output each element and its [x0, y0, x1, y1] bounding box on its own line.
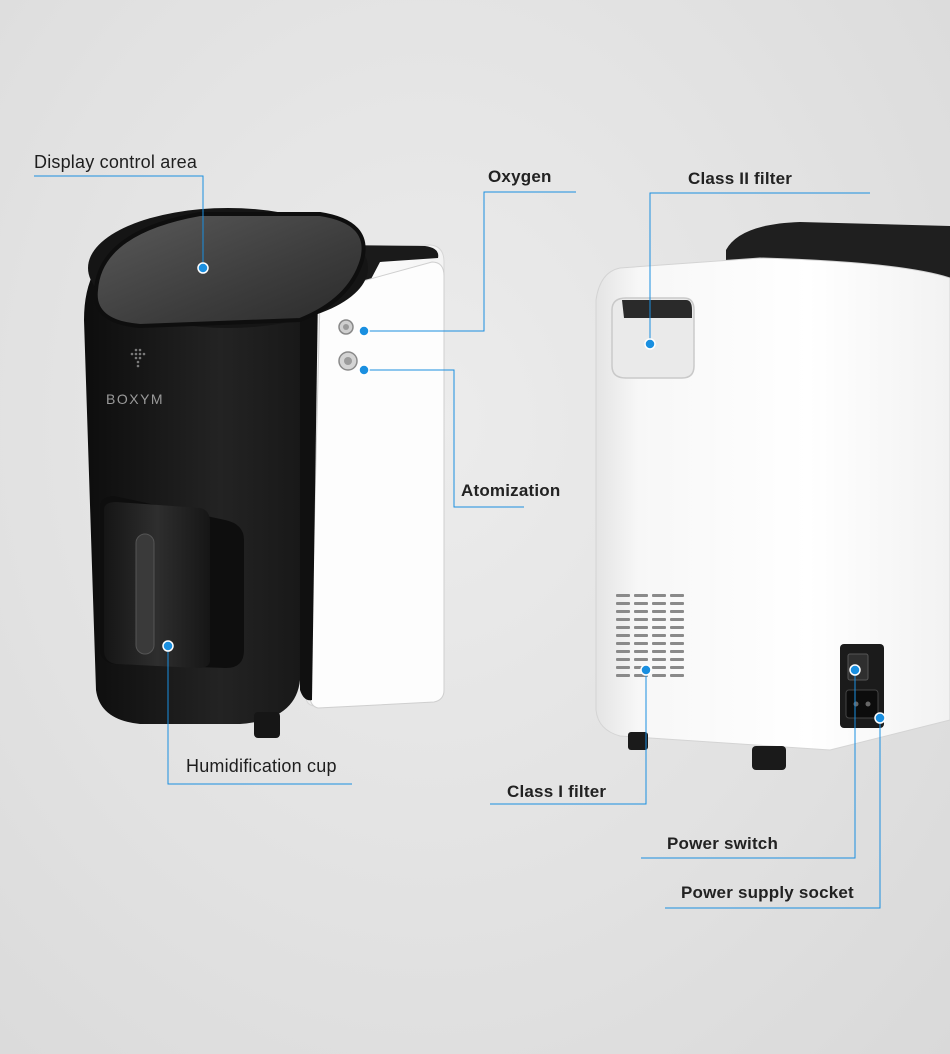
callout-dots [162, 262, 886, 724]
leader-oxygen [364, 191, 576, 332]
label-power-supply-socket: Power supply socket [681, 883, 854, 902]
dot-atomization [358, 364, 370, 376]
dot-oxygen [358, 325, 370, 337]
leader-atomization [364, 369, 524, 508]
dot-class-i-filter [640, 664, 652, 676]
dot-power-supply-socket [874, 712, 886, 724]
label-class-ii-filter: Class II filter [688, 169, 793, 188]
front-device [84, 208, 445, 738]
rear-device [595, 222, 950, 770]
label-class-i-filter: Class I filter [507, 782, 607, 801]
leader-power-supply-socket [665, 718, 881, 909]
dot-humidification-cup [162, 640, 174, 652]
label-oxygen: Oxygen [488, 167, 552, 186]
leader-class-i-filter [490, 670, 647, 805]
label-display-control-area: Display control area [34, 152, 198, 172]
leader-class-ii-filter [649, 192, 870, 344]
callout-lines [34, 175, 881, 909]
dot-display-control-area [197, 262, 209, 274]
leader-humidification-cup [167, 646, 352, 785]
label-humidification-cup: Humidification cup [186, 756, 337, 776]
leader-display-control-area [34, 175, 204, 268]
dot-class-ii-filter [644, 338, 656, 350]
label-atomization: Atomization [461, 481, 561, 500]
dot-power-switch [849, 664, 861, 676]
brand-logo-text: BOXYM [106, 391, 165, 407]
leader-power-switch [641, 670, 856, 859]
label-power-switch: Power switch [667, 834, 779, 853]
